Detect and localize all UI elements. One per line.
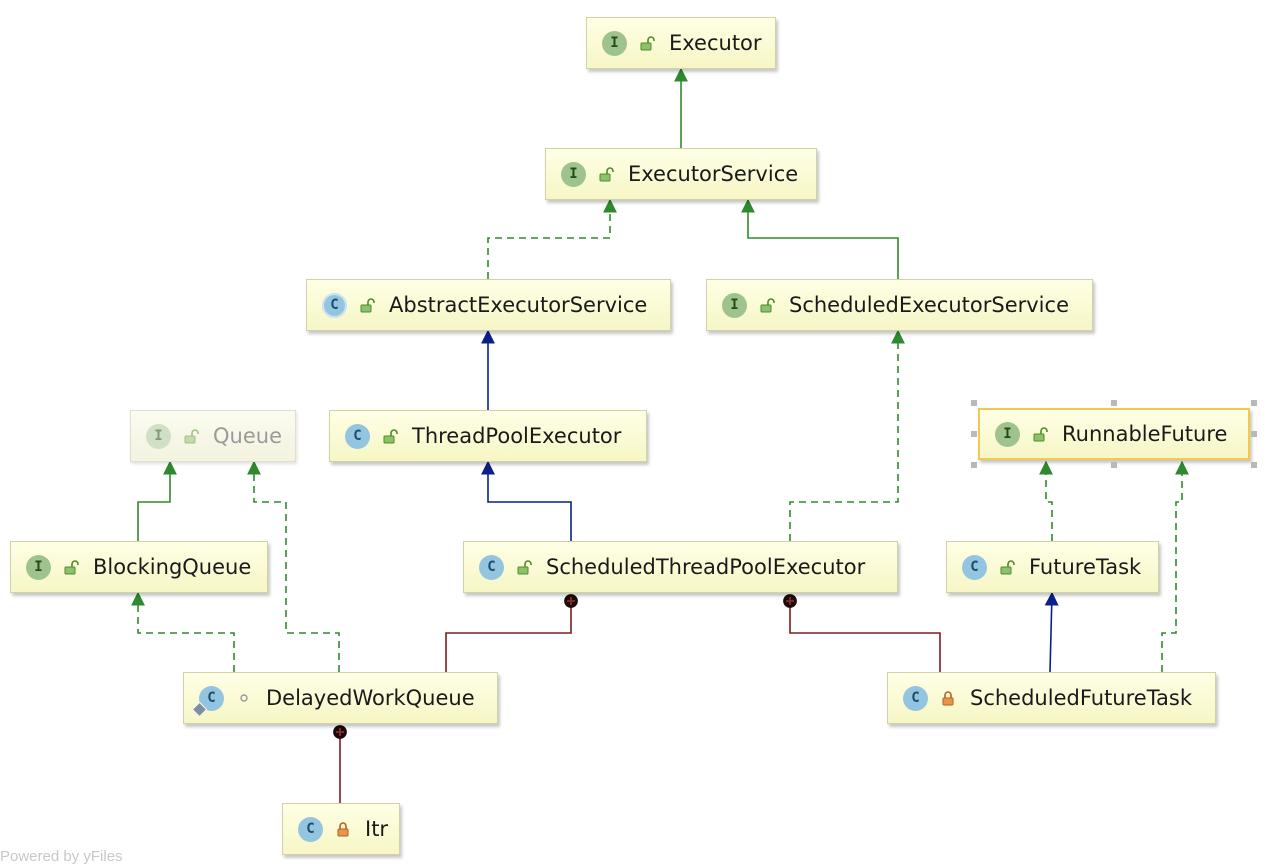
class-node-thread-pool-executor[interactable]: C ThreadPoolExecutor xyxy=(329,410,647,462)
class-node-label: FutureTask xyxy=(1029,555,1142,579)
selection-handle[interactable] xyxy=(971,462,977,468)
edge-scheduled-future-task-to-future-task xyxy=(1044,591,1059,673)
interface-icon: I xyxy=(26,554,51,580)
edge-scheduled-future-task-to-scheduled-thread-pool-executor xyxy=(783,594,941,672)
selection-handle[interactable] xyxy=(971,400,977,406)
class-node-abstract-executor-service[interactable]: C AbstractExecutorService xyxy=(306,279,671,331)
edge-delayed-work-queue-to-blocking-queue xyxy=(131,591,235,672)
selection-handle[interactable] xyxy=(1251,462,1257,468)
class-node-queue[interactable]: I Queue xyxy=(130,410,296,462)
public-lock-icon xyxy=(357,295,377,315)
class-node-runnable-future[interactable]: I RunnableFuture xyxy=(978,408,1250,460)
selection-handle[interactable] xyxy=(1111,462,1117,468)
class-icon: C xyxy=(298,816,323,842)
edge-future-task-to-runnable-future xyxy=(1039,460,1053,541)
interface-icon: I xyxy=(602,30,627,56)
edge-scheduled-thread-pool-executor-to-thread-pool-executor xyxy=(481,460,572,541)
class-icon: C xyxy=(345,423,370,449)
class-node-label: Itr xyxy=(365,817,389,841)
class-node-delayed-work-queue[interactable]: C DelayedWorkQueue xyxy=(183,672,498,724)
edge-abstract-executor-service-to-executor-service xyxy=(487,198,617,279)
public-lock-icon xyxy=(596,164,616,184)
public-lock-icon xyxy=(637,33,657,53)
class-node-label: AbstractExecutorService xyxy=(389,293,648,317)
public-lock-icon xyxy=(757,295,777,315)
class-node-label: Executor xyxy=(669,31,762,55)
selection-handle[interactable] xyxy=(1251,431,1257,437)
class-node-label: ScheduledThreadPoolExecutor xyxy=(546,555,866,579)
edge-delayed-work-queue-to-queue xyxy=(247,460,340,672)
class-node-label: ThreadPoolExecutor xyxy=(412,424,622,448)
private-lock-icon xyxy=(333,819,353,839)
class-node-scheduled-future-task[interactable]: C ScheduledFutureTask xyxy=(887,672,1216,724)
interface-icon: I xyxy=(146,423,171,449)
interface-icon: I xyxy=(995,421,1020,447)
class-node-scheduled-thread-pool-executor[interactable]: C ScheduledThreadPoolExecutor xyxy=(463,541,898,593)
package-private-icon xyxy=(234,688,254,708)
edge-scheduled-executor-service-to-executor-service xyxy=(741,198,899,279)
class-icon: C xyxy=(962,554,987,580)
interface-icon: I xyxy=(722,292,747,318)
selection-handle[interactable] xyxy=(1251,400,1257,406)
class-node-scheduled-executor-service[interactable]: I ScheduledExecutorService xyxy=(706,279,1093,331)
public-lock-icon xyxy=(514,557,534,577)
interface-icon: I xyxy=(561,161,586,187)
edge-delayed-work-queue-to-scheduled-thread-pool-executor xyxy=(445,594,578,672)
class-node-future-task[interactable]: C FutureTask xyxy=(946,541,1159,593)
class-node-label: ScheduledExecutorService xyxy=(789,293,1069,317)
watermark: Powered by yFiles xyxy=(0,848,123,865)
private-lock-icon xyxy=(938,688,958,708)
class-node-blocking-queue[interactable]: I BlockingQueue xyxy=(10,541,268,593)
class-node-label: ScheduledFutureTask xyxy=(970,686,1193,710)
class-icon: C xyxy=(191,685,224,717)
public-lock-icon xyxy=(181,426,201,446)
edge-blocking-queue-to-queue xyxy=(137,460,177,541)
selection-handle[interactable] xyxy=(971,431,977,437)
class-node-label: DelayedWorkQueue xyxy=(266,686,475,710)
class-node-label: Queue xyxy=(213,424,282,448)
class-node-executor[interactable]: I Executor xyxy=(586,17,776,69)
class-node-itr[interactable]: C Itr xyxy=(282,803,400,855)
edge-scheduled-thread-pool-executor-to-scheduled-executor-service xyxy=(789,329,905,541)
public-lock-icon xyxy=(380,426,400,446)
public-lock-icon xyxy=(997,557,1017,577)
edge-scheduled-future-task-to-runnable-future xyxy=(1161,460,1189,672)
selection-handle[interactable] xyxy=(1111,400,1117,406)
class-node-label: RunnableFuture xyxy=(1062,422,1228,446)
class-node-executor-service[interactable]: I ExecutorService xyxy=(545,148,817,200)
class-node-label: BlockingQueue xyxy=(93,555,252,579)
class-icon: C xyxy=(479,554,504,580)
static-marker-icon xyxy=(191,701,208,717)
class-node-label: ExecutorService xyxy=(628,162,799,186)
public-lock-icon xyxy=(61,557,81,577)
class-icon: C xyxy=(903,685,928,711)
public-lock-icon xyxy=(1030,424,1050,444)
abstract-class-icon: C xyxy=(322,292,347,318)
